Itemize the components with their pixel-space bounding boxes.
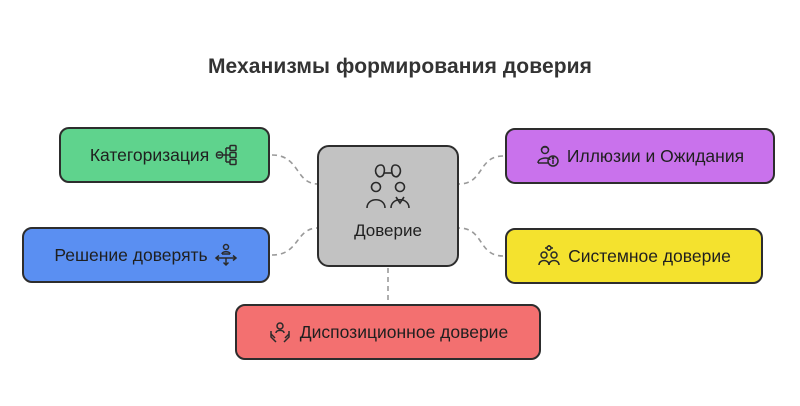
decision-icon: [214, 243, 238, 267]
diagram-title: Механизмы формирования доверия: [207, 55, 593, 78]
node-systemic-label: Системное доверие: [568, 245, 731, 266]
node-dispositional-label: Диспозиционное доверие: [299, 321, 509, 342]
node-center-trust: Доверие: [317, 145, 459, 267]
node-systemic: Системное доверие: [505, 228, 763, 284]
illusion-person-icon: [536, 144, 560, 168]
categorize-icon: [215, 143, 239, 167]
connector-decision: [271, 227, 319, 256]
system-people-icon: [537, 244, 561, 268]
people-trust-icon: [363, 161, 413, 217]
node-decision: Решение доверять: [22, 227, 270, 283]
hands-person-icon: [268, 320, 292, 344]
node-decision-label: Решение доверять: [54, 244, 208, 265]
node-dispositional: Диспозиционное доверие: [235, 304, 541, 360]
node-illusions: Иллюзии и Ожидания: [505, 128, 775, 184]
node-categorization-label: Категоризация: [89, 144, 210, 165]
connector-systemic: [458, 227, 504, 257]
connector-illusions: [458, 155, 504, 185]
node-illusions-label: Иллюзии и Ожидания: [566, 145, 745, 166]
node-center-label: Доверие: [354, 221, 422, 240]
connector-categorization: [271, 154, 319, 185]
node-categorization: Категоризация: [59, 127, 270, 183]
